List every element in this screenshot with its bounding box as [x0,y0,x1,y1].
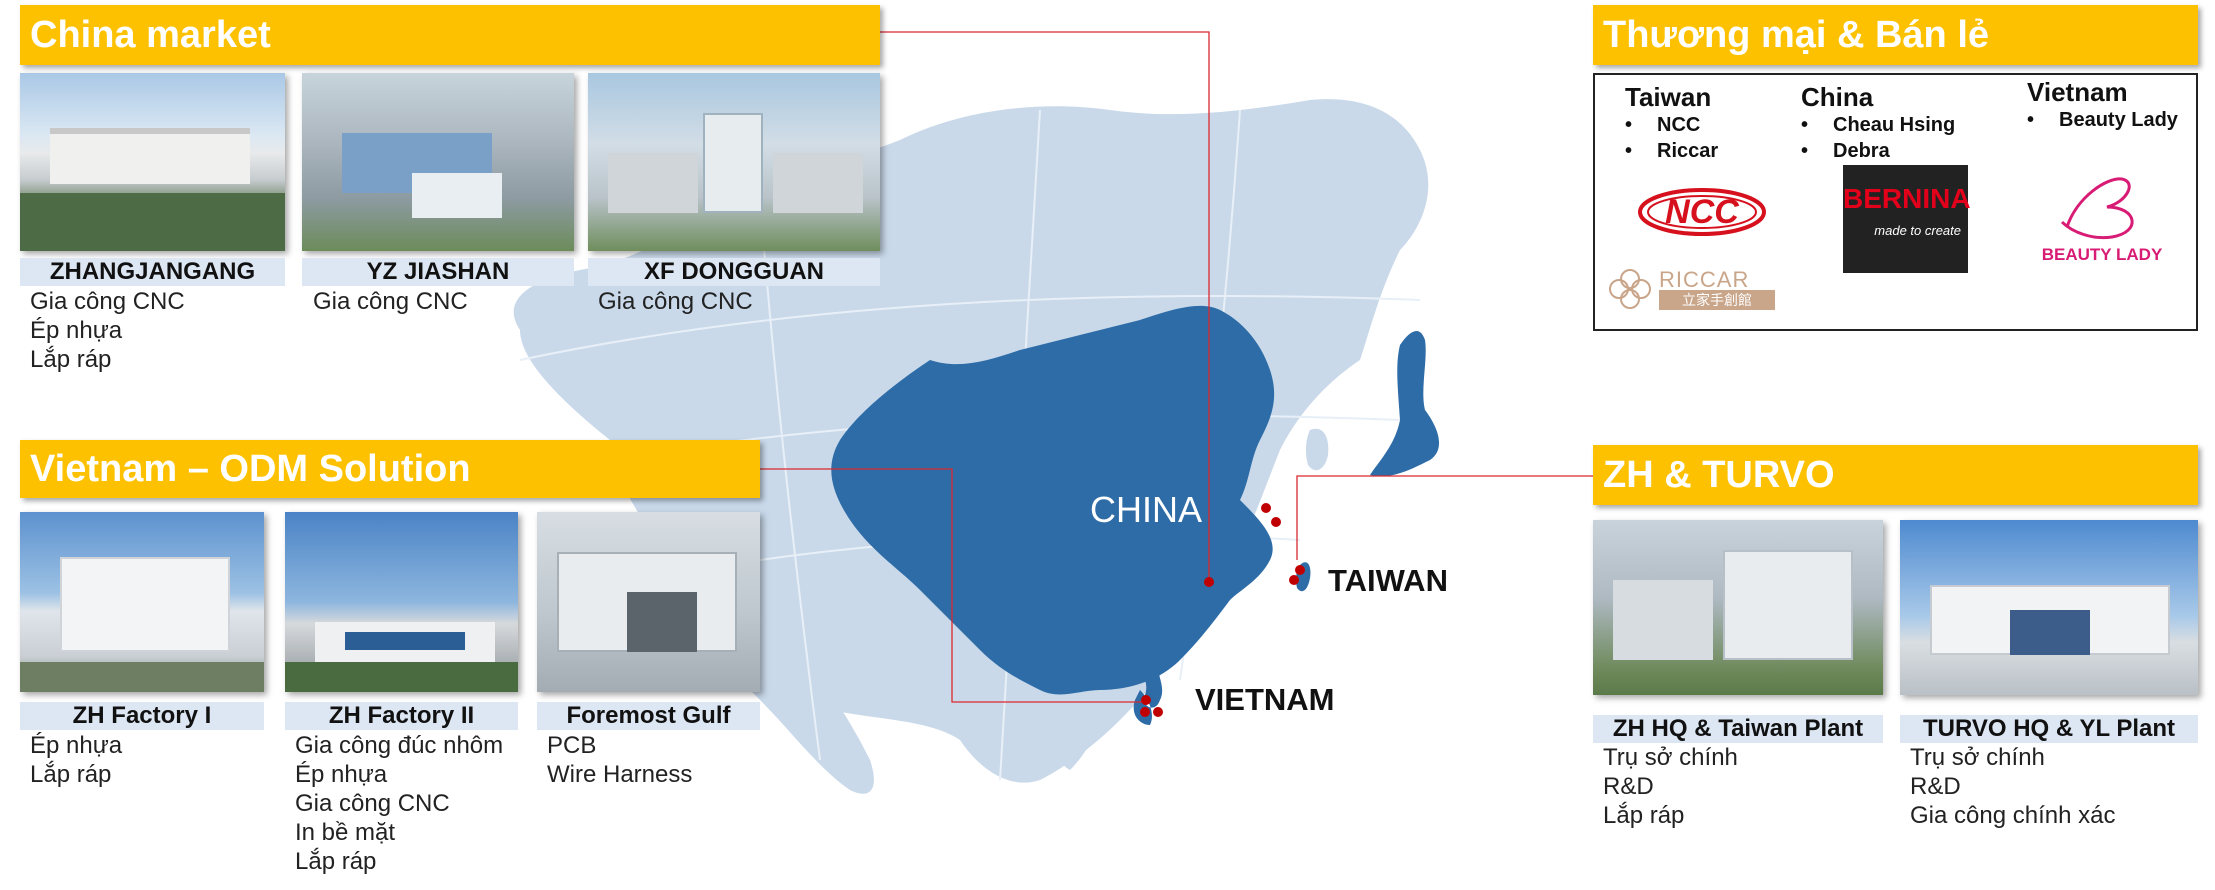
beauty-lady-logo-text: BEAUTY LADY [2041,245,2163,264]
zh-factory-2-capabilities: Gia công đúc nhôm Ép nhựa Gia công CNC I… [295,731,503,876]
yz-jiashan-photo [302,73,574,251]
function-item: R&D [1910,773,1961,800]
zhangjangang-photo [20,73,285,251]
xf-dongguan-capabilities: Gia công CNC [598,287,753,316]
brand-item: Debra [1801,138,1955,164]
china-landmass [831,305,1275,695]
riccar-logo: RICCAR 立家手創館 [1607,267,1777,311]
bernina-logo-text: BERNINA [1843,183,1971,214]
taiwan-map-label: TAIWAN [1328,563,1448,598]
capability-item: Gia công CNC [30,288,185,315]
zh-hq-taiwan-plant-photo [1593,520,1883,695]
connector-lines [760,31,1593,703]
foremost-gulf-label: Foremost Gulf [537,702,760,730]
ncc-logo-text: NCC [1665,193,1739,231]
beauty-lady-logo: BEAUTY LADY [2027,167,2177,277]
turvo-hq-yl-plant-photo [1900,520,2198,695]
bernina-logo: BERNINA made to create [1843,165,1971,273]
vietnam-odm-banner: Vietnam – ODM Solution [20,440,760,498]
function-item: Trụ sở chính [1603,744,1738,771]
function-item: Trụ sở chính [1910,744,2045,771]
function-item: Gia công chính xác [1910,802,2116,829]
zhangjangang-capabilities: Gia công CNC Ép nhựa Lắp ráp [30,287,185,374]
yz-jiashan-capabilities: Gia công CNC [313,287,468,316]
zh-factory-1-capabilities: Ép nhựa Lắp ráp [30,731,122,789]
function-item: R&D [1603,773,1654,800]
zh-factory-1-photo [20,512,264,692]
capability-item: Lắp ráp [295,848,377,875]
capability-item: Ép nhựa [30,317,123,344]
ncc-logo: NCC [1637,187,1767,237]
capability-item: Gia công CNC [313,288,468,315]
brand-item: Riccar [1625,138,1718,164]
retail-col-vietnam-title: Vietnam [2027,77,2128,107]
brand-item: NCC [1625,112,1718,138]
brand-item: Cheau Hsing [1801,112,1955,138]
zh-factory-2-photo [285,512,518,692]
japan-landmass [1370,330,1440,477]
retail-col-taiwan-brands: NCC Riccar [1625,112,1718,164]
riccar-logo-subtitle: 立家手創館 [1659,290,1775,310]
turvo-hq-yl-plant-functions: Trụ sở chính R&D Gia công chính xác [1910,743,2115,830]
capability-item: Wire Harness [547,761,693,788]
retail-col-taiwan-title: Taiwan [1625,82,1712,112]
foremost-gulf-capabilities: PCB Wire Harness [547,731,692,789]
capability-item: Ép nhựa [295,761,388,788]
capability-item: PCB [547,732,597,759]
zh-turvo-banner: ZH & TURVO [1593,445,2198,505]
retail-col-vietnam-brands: Beauty Lady [2027,107,2178,133]
function-item: Lắp ráp [1603,802,1685,829]
retail-banner: Thương mại & Bán lẻ [1593,5,2198,65]
capability-item: Lắp ráp [30,761,112,788]
korea-landmass [1305,428,1329,471]
capability-item: Gia công đúc nhôm [295,732,504,759]
capability-item: In bề mặt [295,819,396,846]
xf-dongguan-label: XF DONGGUAN [588,258,880,286]
location-dots [1140,503,1305,717]
yz-jiashan-label: YZ JIASHAN [302,258,574,286]
riccar-logo-text: RICCAR [1659,267,1750,292]
zh-hq-taiwan-plant-label: ZH HQ & Taiwan Plant [1593,715,1883,743]
retail-col-china-title: China [1801,82,1874,112]
vietnam-landmass [1120,660,1163,725]
zh-factory-2-label: ZH Factory II [285,702,518,730]
turvo-hq-yl-plant-label: TURVO HQ & YL Plant [1900,715,2198,743]
foremost-gulf-photo [537,512,760,692]
retail-brands-box: Taiwan NCC Riccar China Cheau Hsing Debr… [1593,73,2198,331]
capability-item: Gia công CNC [295,790,450,817]
vietnam-map-label: VIETNAM [1195,682,1335,717]
capability-item: Ép nhựa [30,732,123,759]
zh-hq-taiwan-plant-functions: Trụ sở chính R&D Lắp ráp [1603,743,1738,830]
bernina-logo-tagline: made to create [1874,223,1961,238]
brand-item: Beauty Lady [2027,107,2178,133]
xf-dongguan-photo [588,73,880,251]
china-market-banner: China market [20,5,880,65]
retail-col-china-brands: Cheau Hsing Debra [1801,112,1955,164]
capability-item: Gia công CNC [598,288,753,315]
capability-item: Lắp ráp [30,346,112,373]
zhangjangang-label: ZHANGJANGANG [20,258,285,286]
zh-factory-1-label: ZH Factory I [20,702,264,730]
china-map-label: CHINA [1090,489,1203,530]
